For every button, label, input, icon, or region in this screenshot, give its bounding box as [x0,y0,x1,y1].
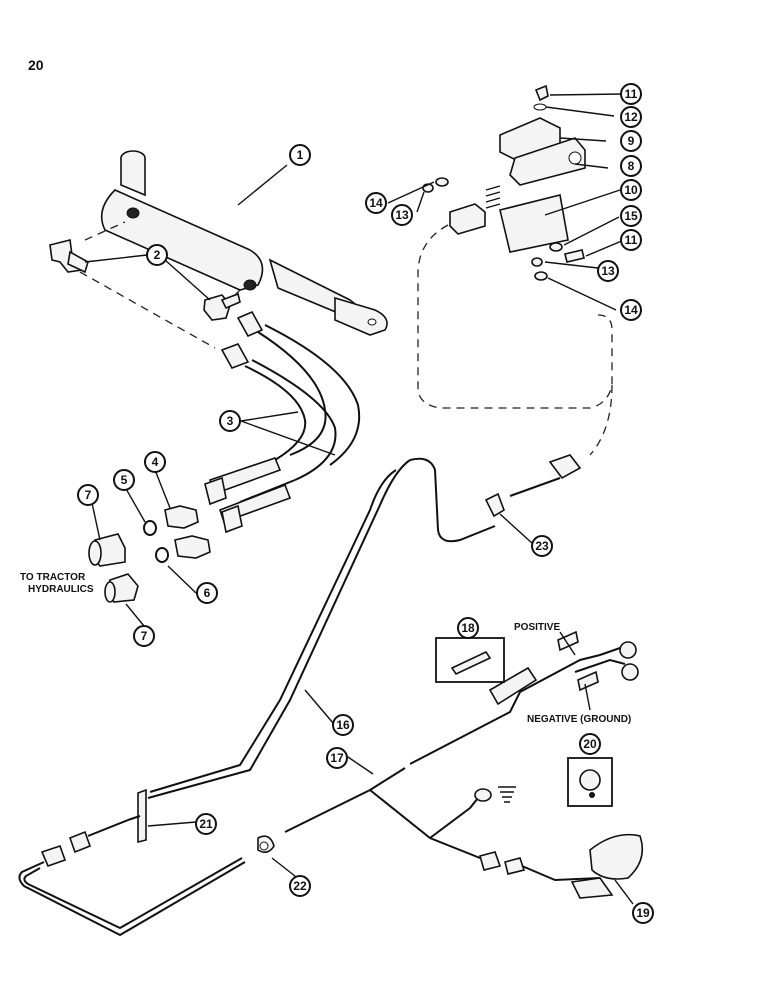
svg-text:23: 23 [535,539,549,553]
callout-13b: 13 [597,260,619,282]
callout-9: 9 [620,130,642,152]
callout-10: 10 [620,179,642,201]
callout-4: 4 [144,451,166,473]
svg-text:9: 9 [628,134,635,148]
svg-text:8: 8 [628,159,635,173]
callout-7b: 7 [133,625,155,647]
callout-11a: 11 [620,83,642,105]
svg-text:22: 22 [293,879,307,893]
callout-21: 21 [195,813,217,835]
svg-text:14: 14 [624,303,638,317]
callout-11b: 11 [620,229,642,251]
callout-17: 17 [326,747,348,769]
leader-lines [84,93,634,905]
positive-label: POSITIVE [514,622,560,633]
svg-text:7: 7 [141,629,148,643]
negative-ground-label: NEGATIVE (GROUND) [527,714,631,725]
to-tractor-label-1: TO TRACTOR [20,572,86,583]
fuse-box [435,637,505,683]
hydraulic-hoses [204,310,361,534]
leader-dash-c [234,289,241,296]
page-number: 20 [28,57,44,73]
svg-text:2: 2 [154,248,161,262]
callout-12: 12 [620,106,642,128]
svg-text:14: 14 [369,196,383,210]
callout-19: 19 [632,902,654,924]
adapter-fittings [143,505,211,563]
svg-text:7: 7 [85,488,92,502]
callout-20: 20 [579,733,601,755]
callout-18: 18 [457,617,479,639]
svg-text:11: 11 [625,233,638,247]
svg-text:10: 10 [624,183,638,197]
wiring-dash-loop [417,224,613,409]
callout-5: 5 [113,469,135,491]
elbow-fitting-right [203,292,241,321]
svg-text:19: 19 [636,906,650,920]
svg-text:1: 1 [297,148,304,162]
switch-harness [409,454,582,543]
callout-1: 1 [289,144,311,166]
callout-2: 2 [146,244,168,266]
bulb-box [567,757,613,807]
clip-21-wire [127,815,141,821]
callout-13a: 13 [391,204,413,226]
callout-14b: 14 [620,299,642,321]
negative-leader [584,683,591,711]
callout-16: 16 [332,714,354,736]
svg-text:18: 18 [461,621,475,635]
svg-text:20: 20 [583,737,597,751]
switch-assembly [422,84,586,281]
svg-text:5: 5 [121,473,128,487]
svg-text:3: 3 [227,414,234,428]
callout-22: 22 [289,875,311,897]
svg-text:4: 4 [152,455,159,469]
elbow-fitting-left [49,239,89,274]
callout-14a: 14 [365,192,387,214]
svg-text:16: 16 [336,718,350,732]
svg-text:15: 15 [624,209,638,223]
callout-23: 23 [531,535,553,557]
callout-6: 6 [196,582,218,604]
quick-couplers [88,533,139,603]
svg-text:6: 6 [204,586,211,600]
wire-harness-17 [284,630,639,882]
svg-text:12: 12 [624,110,638,124]
leader-dash-a [84,221,126,241]
harness-clips [137,788,275,854]
hydraulic-cylinder [100,150,388,336]
positive-leader [559,631,576,656]
callout-7a: 7 [77,484,99,506]
callout-8: 8 [620,155,642,177]
to-tractor-label-2: HYDRAULICS [28,584,94,595]
svg-text:21: 21 [199,817,213,831]
leader-dash-b [79,271,216,349]
svg-text:13: 13 [395,208,409,222]
warning-lamp [570,833,644,899]
wiring-dash-down [589,384,613,456]
svg-text:17: 17 [330,751,344,765]
callout-15: 15 [620,205,642,227]
wire-harness-16 [18,459,411,937]
callout-3: 3 [219,410,241,432]
svg-text:13: 13 [601,264,615,278]
svg-text:11: 11 [625,87,638,101]
